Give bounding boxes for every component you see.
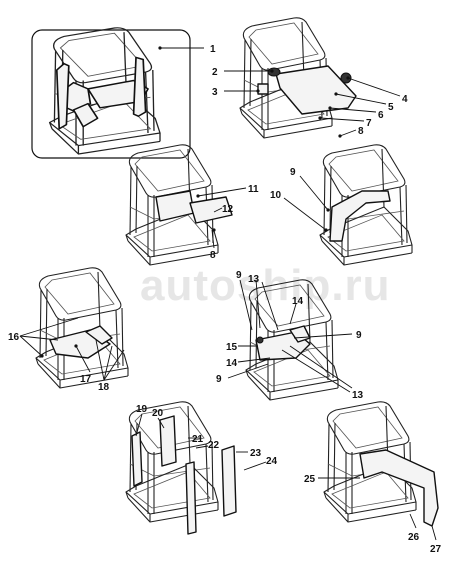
panel-8-cab-rear-panel [323, 401, 439, 527]
panel-3-cab-dash-duct [125, 144, 233, 266]
callout-13b: 13 [352, 390, 364, 401]
callout-4: 4 [402, 94, 408, 105]
callout-12: 12 [222, 204, 234, 215]
callout-5: 5 [388, 102, 394, 113]
panel-1-cab-overview [48, 27, 161, 155]
callout-20: 20 [152, 408, 164, 419]
panel-4-cab-side-duct [319, 144, 413, 266]
callout-25: 25 [304, 474, 316, 485]
callout-7: 7 [366, 118, 372, 129]
callout-6: 6 [378, 110, 384, 121]
callout-9c: 9 [356, 330, 362, 341]
panel-2-cab-rear-parts [239, 17, 357, 139]
overview-inset-border [31, 29, 191, 159]
panel-5-cab-floor-trim [35, 267, 129, 389]
leader-dots [40, 46, 350, 358]
callout-19: 19 [136, 404, 148, 415]
callout-23: 23 [250, 448, 262, 459]
callout-8: 8 [358, 126, 364, 137]
callout-10: 10 [270, 190, 282, 201]
callout-17: 17 [80, 374, 92, 385]
callout-27: 27 [430, 544, 442, 555]
callout-9b: 9 [236, 270, 242, 281]
watermark-text: autoship.ru [140, 261, 391, 310]
panel-6-cab-console [245, 279, 339, 401]
callout-15: 15 [226, 342, 238, 353]
callout-8b: 8 [210, 250, 216, 261]
callout-22: 22 [208, 440, 220, 451]
callout-labels: 1 2 3 4 5 6 7 8 11 12 8 9 10 9 13 14 9 1… [8, 44, 442, 555]
callout-16: 16 [8, 332, 20, 343]
panel-7-cab-pillars [125, 401, 237, 535]
callout-21: 21 [192, 434, 204, 445]
callout-2: 2 [212, 67, 218, 78]
callout-24: 24 [266, 456, 278, 467]
callout-9d: 9 [216, 374, 222, 385]
callout-18: 18 [98, 382, 110, 393]
leader-lines [19, 47, 437, 541]
callout-14b: 14 [226, 358, 238, 369]
callout-11: 11 [248, 184, 259, 195]
callout-13: 13 [248, 274, 260, 285]
callout-1: 1 [210, 44, 216, 55]
callout-14: 14 [292, 296, 304, 307]
callout-26: 26 [408, 532, 420, 543]
callout-3: 3 [212, 87, 218, 98]
callout-9: 9 [290, 167, 296, 178]
